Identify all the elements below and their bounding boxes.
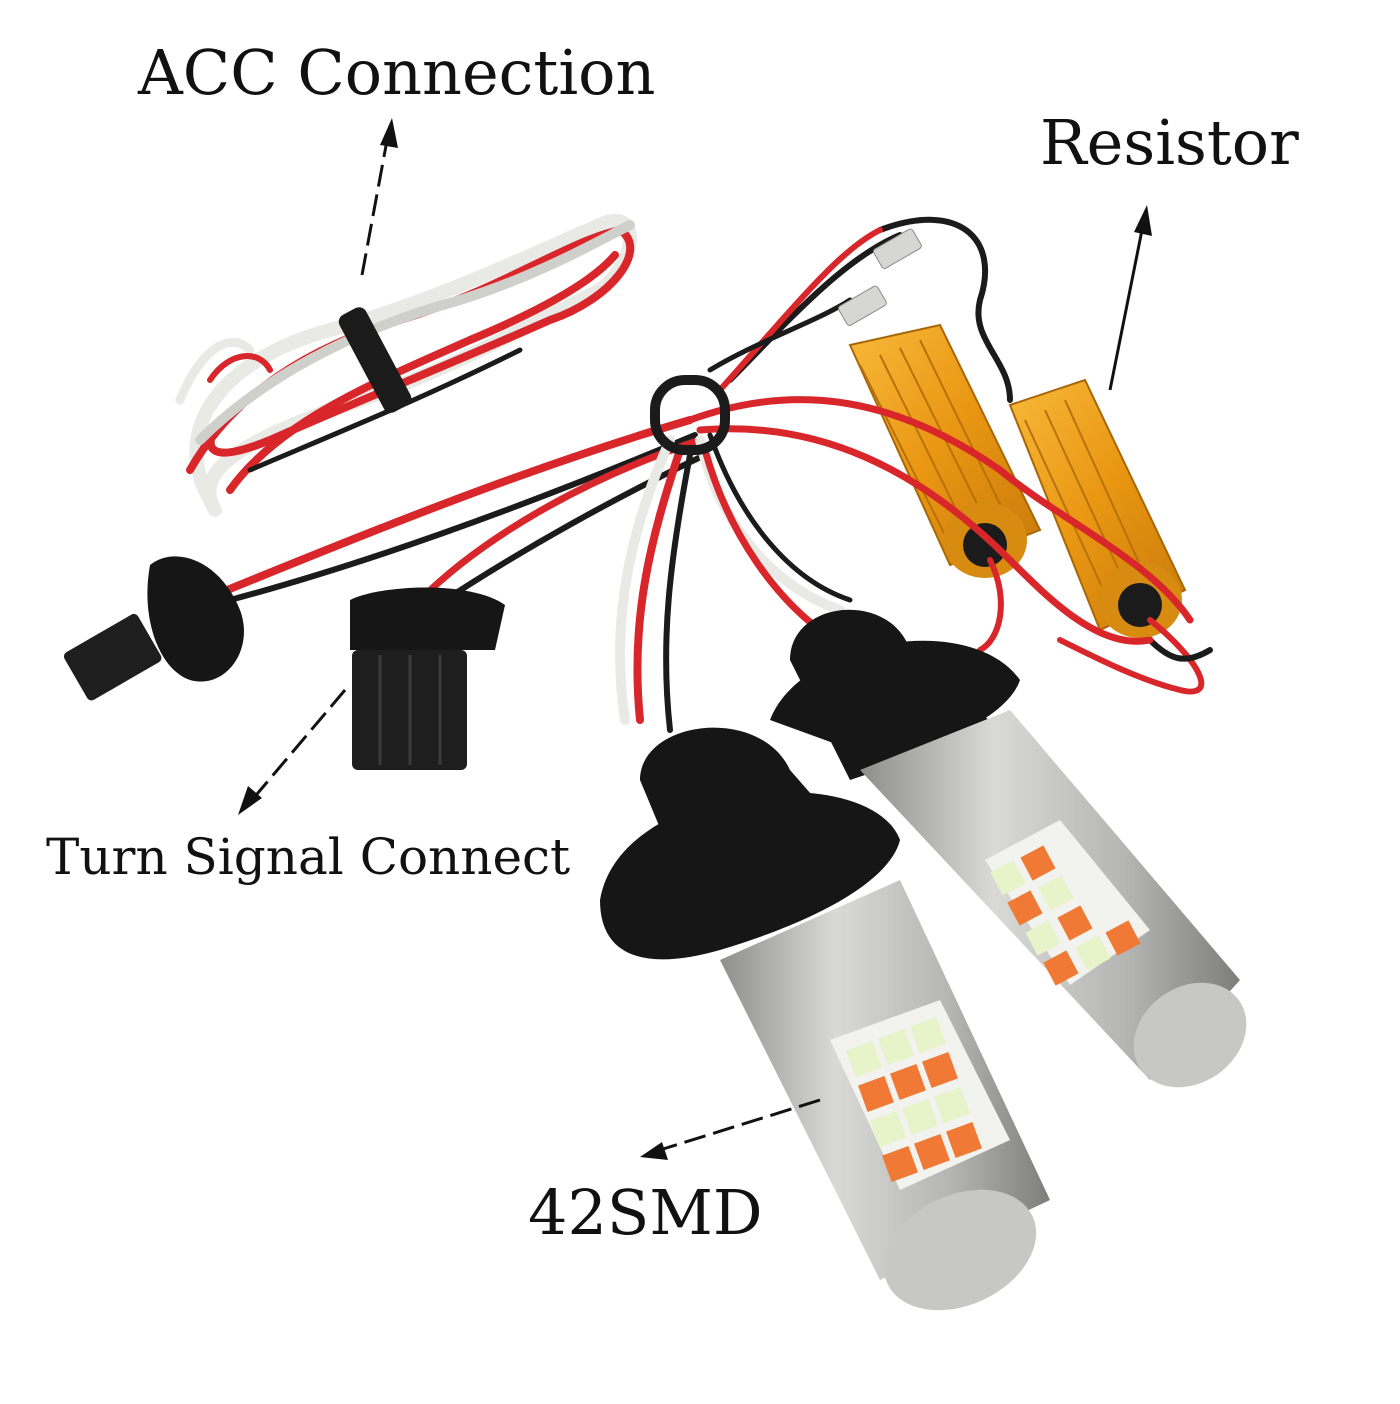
acc-arrow: [360, 118, 398, 276]
led-array-front: [846, 1017, 982, 1182]
smd-count-label: 42SMD: [528, 1176, 763, 1249]
turn-signal-plug-left: [63, 556, 244, 701]
main-harness: [211, 396, 1194, 733]
harness-tie: [650, 375, 730, 455]
acc-connection-label: ACC Connection: [138, 36, 656, 109]
resistor-left: [848, 323, 1042, 578]
turn-signal-connect-label: Turn Signal Connect: [46, 828, 571, 886]
turn-signal-arrow: [238, 689, 347, 815]
resistor-label: Resistor: [1040, 106, 1299, 179]
led-array-rear: [990, 845, 1141, 986]
coil-tie: [338, 307, 412, 413]
acc-wire-coil: [175, 213, 637, 517]
resistor-right: [1008, 378, 1187, 638]
resistor-arrow: [1108, 205, 1152, 391]
smd-arrow: [640, 1098, 821, 1160]
spade-connectors: [838, 228, 922, 326]
turn-signal-plug-right: [350, 587, 505, 770]
